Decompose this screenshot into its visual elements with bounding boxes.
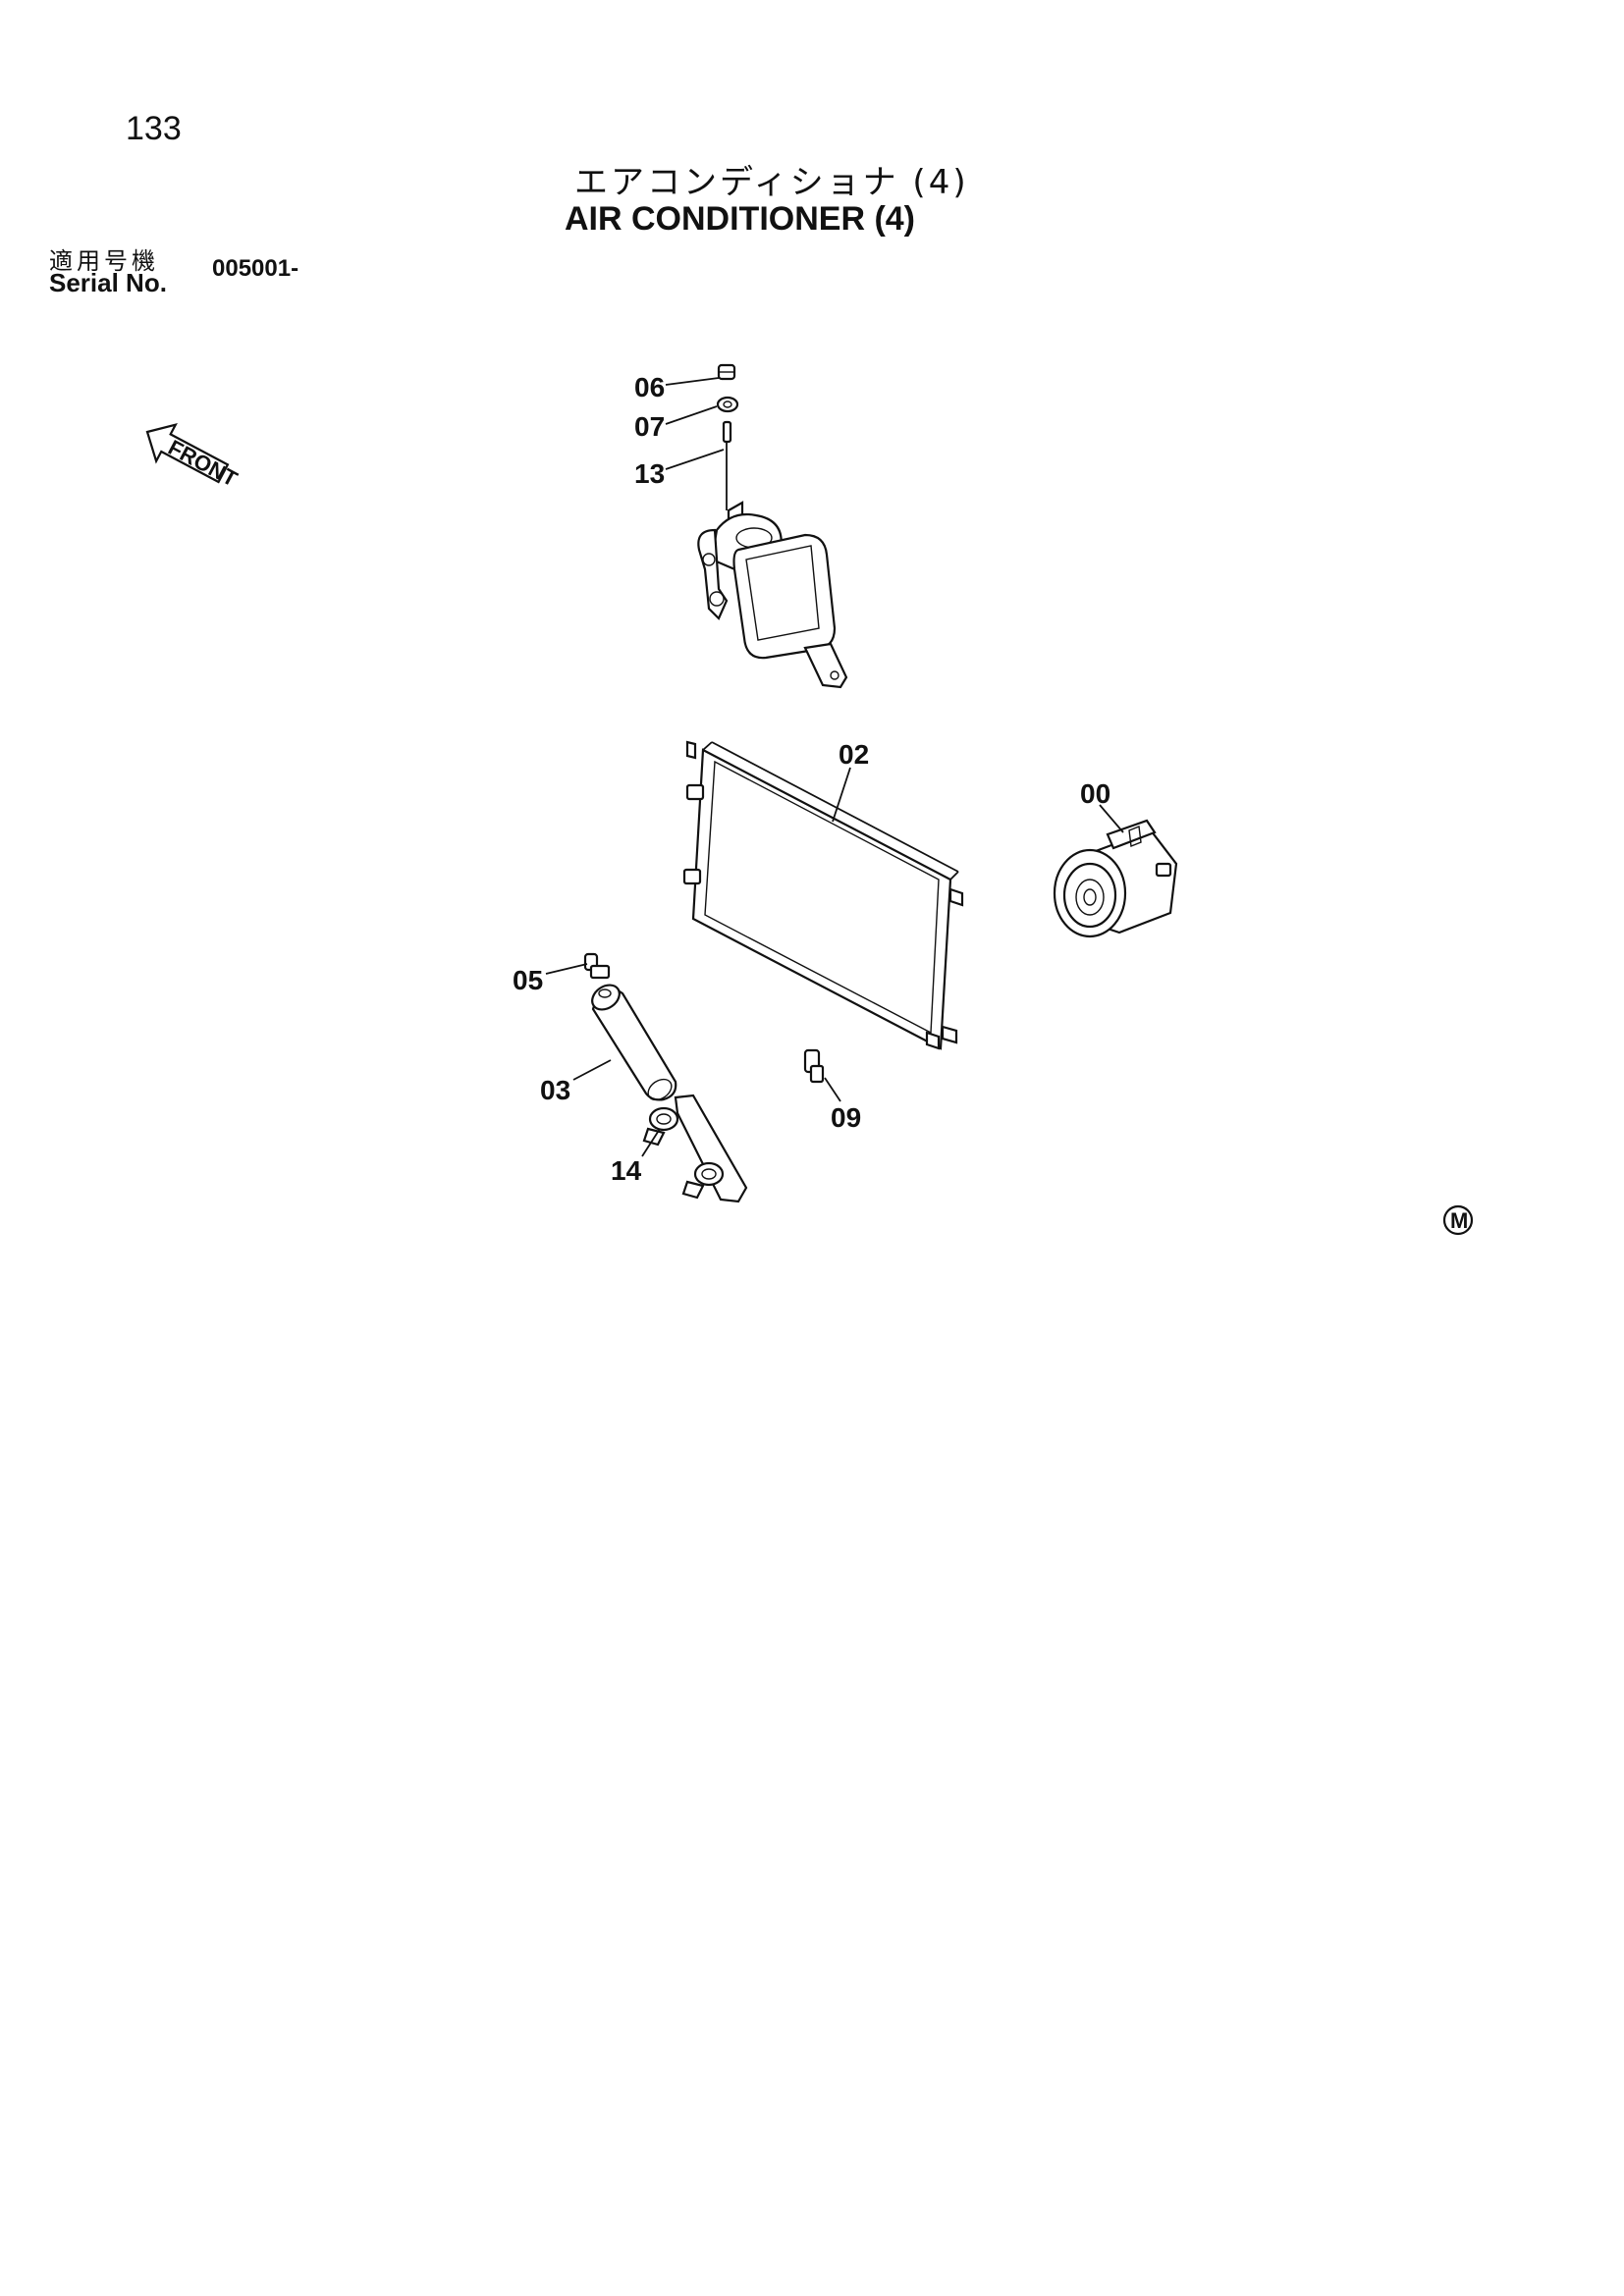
callout-07: 07 — [634, 411, 665, 442]
part-07-washer — [716, 396, 739, 413]
serial-label-english: Serial No. — [49, 268, 167, 297]
part-05-switch — [583, 952, 611, 980]
callout-02: 02 — [839, 739, 869, 770]
callout-09: 09 — [831, 1102, 861, 1133]
part-13-rod — [722, 420, 732, 510]
part-02-condenser — [682, 740, 964, 1050]
callout-06: 06 — [634, 372, 665, 402]
front-arrow-icon: FRONT — [145, 422, 242, 492]
serial-label-japanese: 適用号機 — [49, 247, 159, 275]
part-00-compressor — [1053, 819, 1178, 938]
part-03-receiver-dryer — [591, 984, 677, 1101]
serial-number-value: 005001- — [212, 255, 299, 282]
callout-13: 13 — [634, 458, 665, 489]
callout-00: 00 — [1080, 778, 1110, 809]
model-mark-letter: M — [1450, 1208, 1468, 1233]
callout-03: 03 — [540, 1075, 570, 1105]
part-14-bracket — [642, 1094, 748, 1203]
evaporator-unit — [697, 501, 848, 689]
model-mark-icon: M — [1442, 1204, 1474, 1236]
page-number: 133 — [126, 110, 182, 147]
part-09-sensor — [803, 1048, 825, 1084]
title-english: AIR CONDITIONER (4) — [565, 200, 915, 238]
callout-14: 14 — [611, 1155, 642, 1186]
leader-lines — [545, 377, 1124, 1157]
part-06-cap — [717, 363, 736, 381]
callout-05: 05 — [513, 965, 543, 995]
title-japanese: エアコンディショナ (4) — [574, 163, 969, 202]
front-label: FRONT — [164, 435, 242, 492]
